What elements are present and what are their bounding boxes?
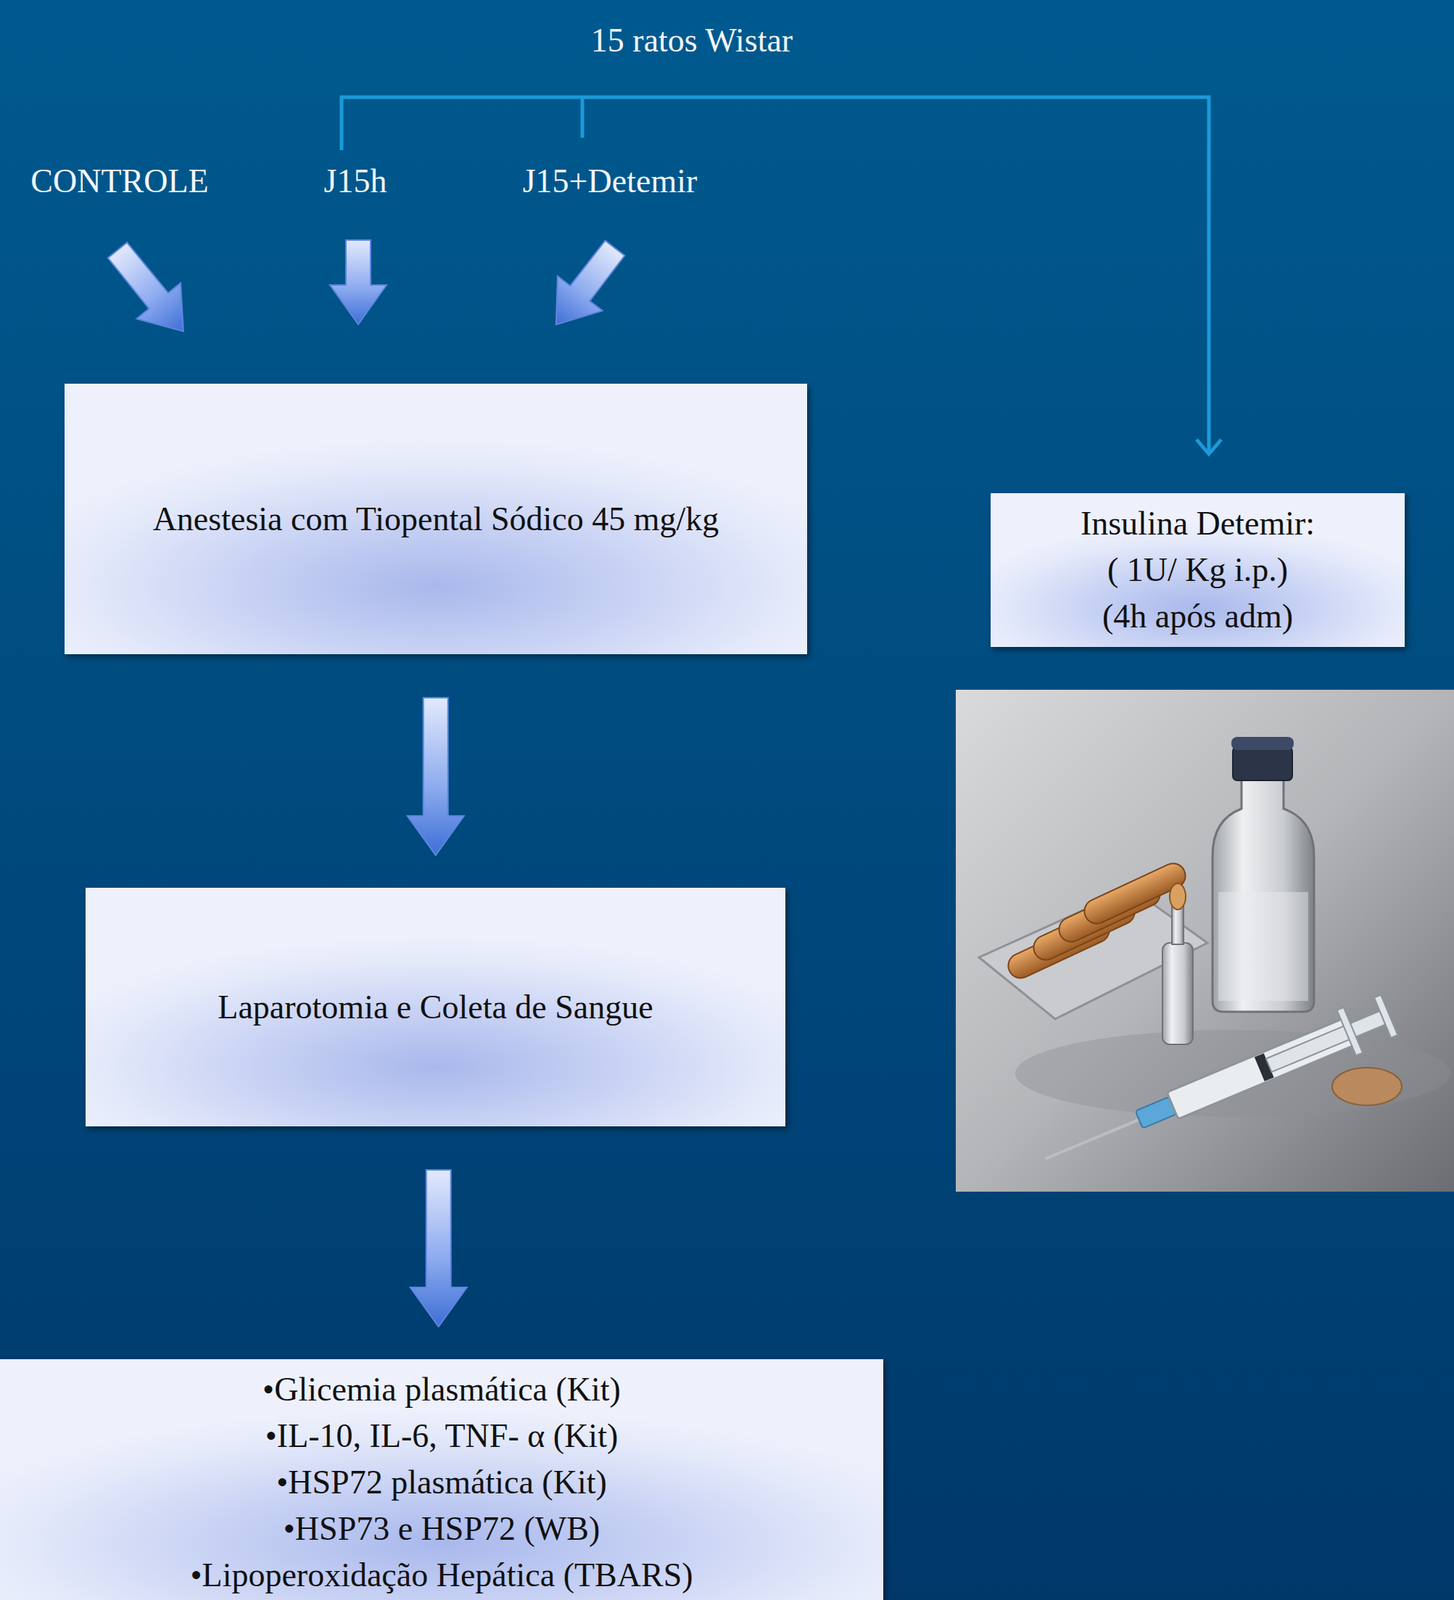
block-arrow: [533, 230, 638, 342]
node-text: Insulina Detemir:: [1005, 500, 1391, 547]
flow-arrow: [410, 1169, 468, 1327]
ampoule: [1162, 883, 1193, 1045]
block-arrow: [95, 232, 206, 349]
process-box: Laparotomia e Coleta de Sangue: [85, 887, 786, 1127]
flow-arrow-shape: [410, 1169, 468, 1327]
flow-arrow-shape: [407, 697, 465, 855]
block-arrow: [329, 240, 387, 325]
node-text: •Glicemia plasmática (Kit): [14, 1366, 869, 1413]
node-text: •HSP72 plasmática (Kit): [14, 1459, 869, 1506]
sample-label: 15 ratos Wistar: [591, 20, 793, 61]
node-text: •Lipoperoxidação Hepática (TBARS): [14, 1551, 869, 1599]
treatment-box: Insulina Detemir:( 1U/ Kg i.p.)(4h após …: [990, 493, 1405, 647]
flow-arrow: [407, 697, 465, 855]
group-label: J15h: [324, 160, 388, 202]
vial: [1212, 736, 1315, 1012]
node-text: (4h após adm): [1005, 593, 1391, 640]
process-box: Anestesia com Tiopental Sódico 45 mg/kg: [64, 383, 808, 655]
node-text: ( 1U/ Kg i.p.): [1005, 546, 1391, 594]
node-text: •IL-10, IL-6, TNF- α (Kit): [14, 1412, 869, 1460]
insulin-photo: [955, 689, 1454, 1192]
group-label: J15+Detemir: [522, 160, 698, 202]
node-text: Anestesia com Tiopental Sódico 45 mg/kg: [79, 496, 793, 543]
measurement-list-box: •Glicemia plasmática (Kit)•IL-10, IL-6, …: [0, 1359, 884, 1600]
node-text: Laparotomia e Coleta de Sangue: [100, 984, 771, 1031]
node-text: •HSP73 e HSP72 (WB): [14, 1505, 869, 1552]
group-label: CONTROLE: [30, 160, 209, 202]
